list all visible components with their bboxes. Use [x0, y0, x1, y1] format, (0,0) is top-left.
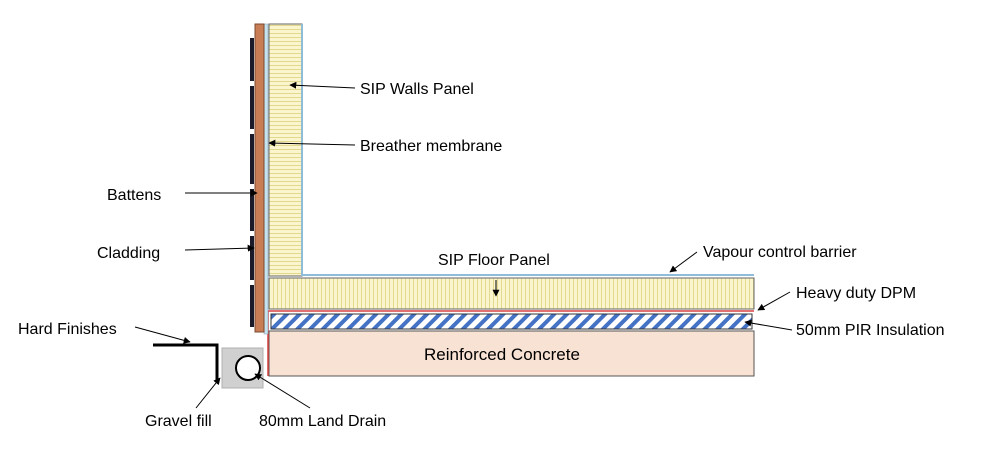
label-heavy-duty-dpm: Heavy duty DPM: [796, 285, 916, 302]
label-cladding: Cladding: [97, 245, 160, 262]
battens: [250, 38, 254, 327]
label-pir-insulation: 50mm PIR Insulation: [796, 322, 945, 339]
pir-insulation-layer: [270, 313, 753, 330]
reinforced-concrete-slab: [268, 330, 755, 377]
label-hard-finishes: Hard Finishes: [18, 321, 117, 338]
leader-lines: [134, 81, 793, 409]
label-gravel-fill: Gravel fill: [145, 413, 212, 430]
label-vapour-control-barrier: Vapour control barrier: [703, 244, 857, 261]
label-reinforced-concrete: Reinforced Concrete: [424, 345, 580, 364]
breather-membrane: [263, 23, 269, 335]
sip-floor-panel: [268, 277, 755, 310]
label-sip-floor-panel: SIP Floor Panel: [438, 252, 550, 269]
land-drain-pipe: [235, 355, 261, 381]
sip-wall-panel: [268, 23, 303, 277]
label-sip-walls-panel: SIP Walls Panel: [360, 81, 474, 98]
label-battens: Battens: [107, 187, 161, 204]
hard-finishes-edge: [153, 343, 219, 382]
label-land-drain: 80mm Land Drain: [259, 413, 386, 430]
vapour-control-barrier-line: [301, 24, 754, 276]
cladding: [254, 23, 265, 333]
label-breather-membrane: Breather membrane: [360, 138, 502, 155]
